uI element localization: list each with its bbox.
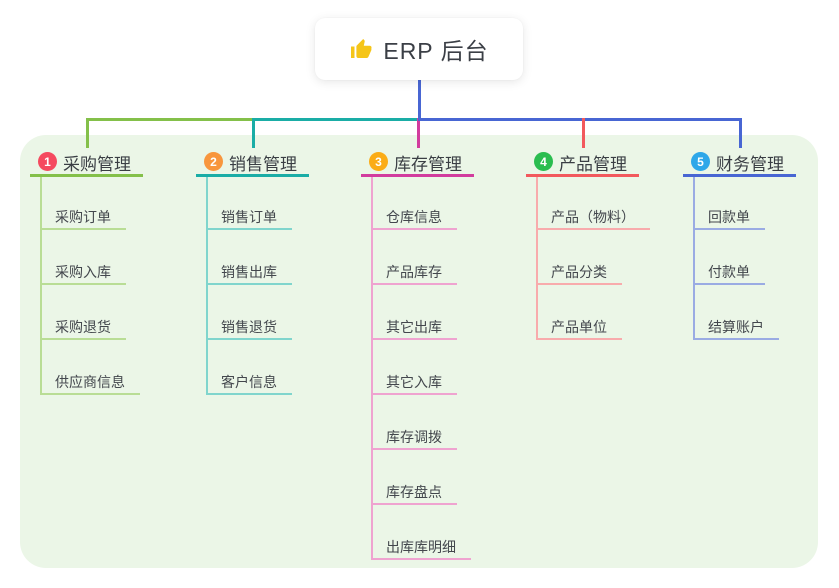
child-node-5-1[interactable]: 回款单 — [708, 209, 750, 225]
topic-badge-1: 1 — [38, 152, 57, 171]
bus-segment-middle — [252, 118, 421, 121]
child-node-3-6[interactable]: 库存盘点 — [386, 484, 442, 500]
child-underline-3-7 — [371, 558, 471, 560]
topic-underline-4 — [526, 174, 639, 177]
child-underline-3-1 — [371, 228, 457, 230]
child-node-4-1[interactable]: 产品（物料） — [551, 209, 635, 225]
child-underline-1-3 — [40, 338, 126, 340]
child-underline-5-3 — [693, 338, 779, 340]
child-underline-3-3 — [371, 338, 457, 340]
child-node-5-2[interactable]: 付款单 — [708, 264, 750, 280]
child-underline-1-1 — [40, 228, 126, 230]
child-node-3-3[interactable]: 其它出库 — [386, 319, 442, 335]
child-underline-2-1 — [206, 228, 292, 230]
child-node-1-2[interactable]: 采购入库 — [55, 264, 111, 280]
child-underline-5-1 — [693, 228, 765, 230]
branches-background-panel — [20, 135, 818, 568]
branch-drop-line-5 — [739, 118, 742, 148]
child-node-3-5[interactable]: 库存调拨 — [386, 429, 442, 445]
thumbs-up-icon — [349, 37, 373, 61]
child-spine-3 — [371, 177, 373, 560]
child-underline-2-3 — [206, 338, 292, 340]
child-underline-1-4 — [40, 393, 140, 395]
branch-drop-line-3 — [417, 118, 420, 148]
child-underline-4-3 — [536, 338, 622, 340]
topic-node-2[interactable]: 销售管理 — [229, 155, 297, 174]
child-underline-5-2 — [693, 283, 765, 285]
child-node-3-7[interactable]: 出库库明细 — [386, 539, 456, 555]
topic-node-4[interactable]: 产品管理 — [559, 155, 627, 174]
child-underline-3-5 — [371, 448, 457, 450]
topic-badge-4: 4 — [534, 152, 553, 171]
child-underline-3-2 — [371, 283, 457, 285]
root-node-label: ERP 后台 — [383, 38, 489, 64]
bus-segment-left — [86, 118, 255, 121]
child-underline-3-6 — [371, 503, 457, 505]
topic-badge-5: 5 — [691, 152, 710, 171]
child-node-1-4[interactable]: 供应商信息 — [55, 374, 125, 390]
child-node-5-3[interactable]: 结算账户 — [708, 319, 764, 335]
child-node-2-3[interactable]: 销售退货 — [221, 319, 277, 335]
topic-underline-1 — [30, 174, 143, 177]
topic-badge-3: 3 — [369, 152, 388, 171]
topic-node-5[interactable]: 财务管理 — [716, 155, 784, 174]
child-node-4-2[interactable]: 产品分类 — [551, 264, 607, 280]
topic-node-1[interactable]: 采购管理 — [63, 155, 131, 174]
topic-underline-5 — [683, 174, 796, 177]
root-node[interactable]: ERP 后台 — [315, 18, 523, 80]
topic-badge-2: 2 — [204, 152, 223, 171]
topic-underline-3 — [361, 174, 474, 177]
child-underline-4-1 — [536, 228, 650, 230]
child-node-3-2[interactable]: 产品库存 — [386, 264, 442, 280]
child-spine-4 — [536, 177, 538, 340]
branch-drop-line-1 — [86, 118, 89, 148]
root-connector-line — [418, 80, 421, 121]
child-node-2-1[interactable]: 销售订单 — [221, 209, 277, 225]
child-spine-1 — [40, 177, 42, 395]
child-node-3-1[interactable]: 仓库信息 — [386, 209, 442, 225]
child-underline-4-2 — [536, 283, 622, 285]
branch-drop-line-2 — [252, 118, 255, 148]
child-spine-2 — [206, 177, 208, 395]
child-node-2-4[interactable]: 客户信息 — [221, 374, 277, 390]
bus-segment-right — [418, 118, 742, 121]
child-node-1-3[interactable]: 采购退货 — [55, 319, 111, 335]
child-underline-1-2 — [40, 283, 126, 285]
child-underline-2-4 — [206, 393, 292, 395]
branch-drop-line-4 — [582, 118, 585, 148]
topic-underline-2 — [196, 174, 309, 177]
child-node-2-2[interactable]: 销售出库 — [221, 264, 277, 280]
child-node-1-1[interactable]: 采购订单 — [55, 209, 111, 225]
child-node-4-3[interactable]: 产品单位 — [551, 319, 607, 335]
child-underline-3-4 — [371, 393, 457, 395]
child-node-3-4[interactable]: 其它入库 — [386, 374, 442, 390]
topic-node-3[interactable]: 库存管理 — [394, 155, 462, 174]
child-spine-5 — [693, 177, 695, 340]
child-underline-2-2 — [206, 283, 292, 285]
